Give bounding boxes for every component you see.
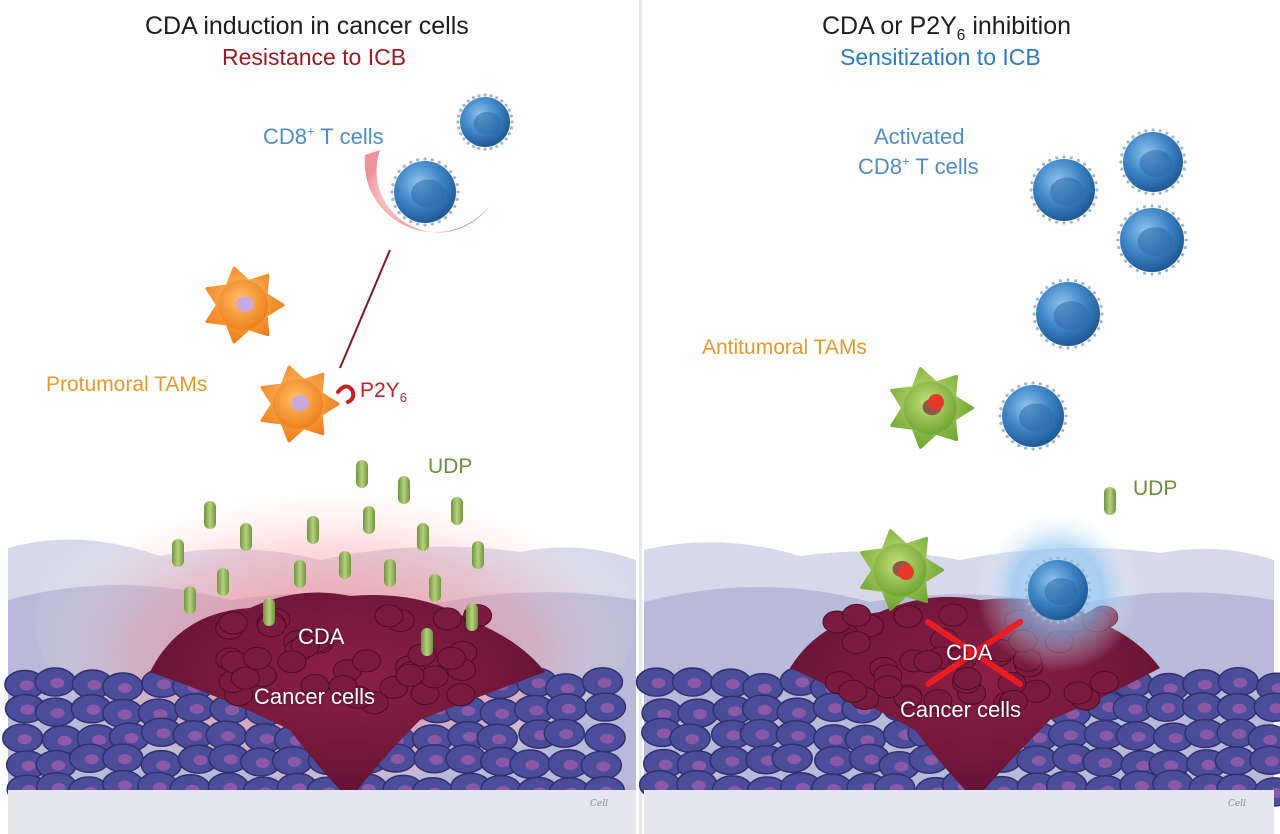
cancer-cell bbox=[938, 603, 968, 627]
udp-molecule bbox=[363, 506, 375, 534]
right-title: CDA or P2Y6 inhibition bbox=[822, 12, 1072, 44]
cd8-t-cell bbox=[1119, 128, 1187, 196]
protumoral-tam bbox=[260, 365, 340, 443]
udp-molecule bbox=[472, 541, 484, 569]
cancer-cell bbox=[998, 689, 1028, 713]
left-cancer-label: Cancer cells bbox=[254, 684, 376, 709]
cd8-t-cell bbox=[998, 381, 1068, 451]
udp-molecule bbox=[466, 603, 478, 631]
cancer-cell bbox=[952, 667, 982, 691]
udp-molecule bbox=[421, 628, 433, 656]
udp-molecule bbox=[356, 460, 368, 488]
left-cda-label: CDA bbox=[298, 624, 345, 649]
cancer-cell bbox=[873, 675, 903, 699]
cancer-cell bbox=[432, 607, 462, 631]
udp-molecule bbox=[429, 574, 441, 602]
udp-molecule bbox=[204, 501, 216, 529]
left-udp-label: UDP bbox=[428, 455, 473, 478]
right-cd8-sup: + bbox=[902, 153, 910, 169]
udp-molecule bbox=[217, 568, 229, 596]
cancer-cell bbox=[842, 603, 872, 627]
udp-molecule bbox=[184, 586, 196, 614]
right-udp-label: UDP bbox=[1133, 477, 1178, 500]
right-cd8-text: CD8 bbox=[858, 154, 903, 179]
right-tams-label: Antitumoral TAMs bbox=[702, 336, 867, 359]
p2y-sub: 6 bbox=[399, 390, 407, 406]
p2y-text: P2Y bbox=[360, 379, 400, 402]
cd8-t-cell bbox=[456, 93, 514, 151]
udp-molecule bbox=[451, 497, 463, 525]
cancer-cell bbox=[328, 675, 358, 699]
tcells-text: T cells bbox=[314, 124, 384, 149]
cancer-cell bbox=[923, 689, 953, 713]
udp-molecule bbox=[263, 598, 275, 626]
right-title-sub: 6 bbox=[956, 27, 966, 44]
right-cancer-label: Cancer cells bbox=[900, 697, 1022, 722]
right-cda-label: CDA bbox=[946, 640, 993, 665]
cd8-t-cell bbox=[390, 157, 460, 227]
cd8-t-cell bbox=[1116, 204, 1188, 276]
udp-molecule bbox=[172, 539, 184, 567]
udp-molecule bbox=[398, 476, 410, 504]
cancer-cell bbox=[277, 650, 307, 674]
left-receptor-label: P2Y6 bbox=[360, 379, 407, 404]
cancer-cell bbox=[446, 683, 476, 707]
cd8-t-cell bbox=[1029, 155, 1099, 225]
cd8-t-cell bbox=[1024, 556, 1092, 624]
cancer-cell bbox=[218, 611, 248, 635]
udp-molecule bbox=[294, 560, 306, 588]
left-subtitle: Resistance to ICB bbox=[222, 44, 407, 70]
right-tcells-text: T cells bbox=[909, 154, 979, 179]
cancer-cell bbox=[242, 646, 272, 670]
cancer-cell bbox=[913, 650, 943, 674]
udp-molecule bbox=[339, 551, 351, 579]
right-signature: Cell bbox=[1228, 799, 1246, 809]
udp-molecule bbox=[307, 516, 319, 544]
udp-molecule bbox=[384, 559, 396, 587]
cancer-cell bbox=[893, 686, 923, 710]
right-title-p2: inhibition bbox=[965, 12, 1072, 40]
udp-molecule bbox=[240, 523, 252, 551]
cancer-cell bbox=[436, 646, 466, 670]
tissue-cell bbox=[1253, 692, 1280, 723]
udp-molecule bbox=[417, 523, 429, 551]
cancer-cell bbox=[1089, 670, 1119, 694]
tissue-cell bbox=[1249, 745, 1280, 776]
right-tcells-line1: Activated bbox=[874, 124, 965, 149]
left-tcells-label: CD8+ T cells bbox=[263, 123, 384, 149]
udp-molecule bbox=[1104, 487, 1116, 515]
cancer-cell bbox=[419, 665, 449, 689]
left-title: CDA induction in cancer cells bbox=[145, 12, 469, 40]
cancer-cell bbox=[352, 649, 382, 673]
cd8-t-cell bbox=[1032, 278, 1104, 350]
cd8-sup: + bbox=[307, 123, 315, 139]
cancer-cell bbox=[395, 663, 425, 687]
left-tams-label: Protumoral TAMs bbox=[46, 373, 208, 396]
cancer-cell bbox=[230, 666, 260, 690]
cancer-cell bbox=[374, 604, 404, 628]
cancer-cell bbox=[841, 631, 871, 655]
left-panel-art bbox=[1, 460, 636, 834]
right-panel-art bbox=[635, 542, 1280, 834]
protumoral-tam bbox=[205, 266, 285, 344]
right-title-p1: CDA or P2Y bbox=[822, 12, 957, 40]
cancer-cell bbox=[893, 604, 923, 628]
left-signature: Cell bbox=[590, 799, 608, 809]
right-tcells-line2: CD8+ T cells bbox=[858, 153, 979, 179]
cd8-text: CD8 bbox=[263, 124, 308, 149]
cancer-cell bbox=[1063, 681, 1093, 705]
cancer-cell bbox=[838, 679, 868, 703]
right-subtitle: Sensitization to ICB bbox=[840, 44, 1041, 70]
